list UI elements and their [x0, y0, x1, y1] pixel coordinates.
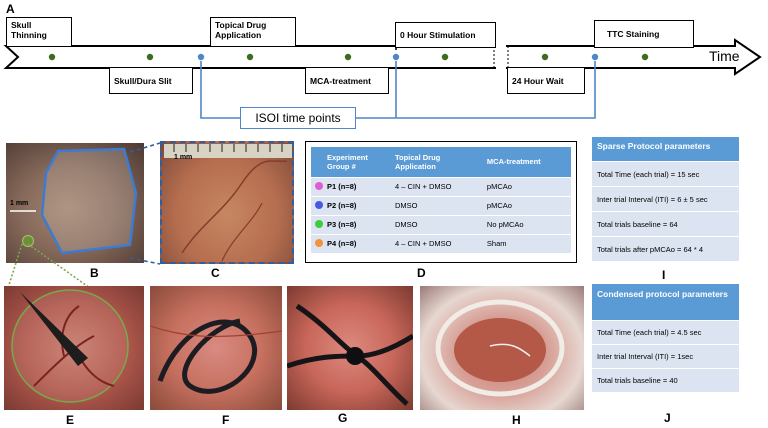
panel-label-e: E: [66, 413, 75, 427]
sparse-row: Total trials after pMCAo = 64 * 4: [592, 236, 739, 261]
sparse-row: Inter trial Interval (ITI) = 6 ± 5 sec: [592, 186, 739, 211]
experiment-group-table: Experiment Group # Topical Drug Applicat…: [305, 141, 577, 263]
zoom-spot: [22, 235, 34, 247]
panel-label-f: F: [222, 413, 230, 427]
group-color-dot: [315, 181, 323, 190]
sparse-protocol-box: Sparse Protocol parameters Total Time (e…: [592, 137, 739, 261]
timeline-break: [496, 44, 506, 70]
timeline-diagram: [3, 38, 762, 119]
time-axis-label: Time: [709, 48, 740, 64]
panel-label-b: B: [90, 266, 99, 280]
group-color-dot: [315, 219, 323, 228]
needle-shape: [20, 292, 88, 366]
scale-bar-label: 1 mm: [174, 154, 193, 161]
table-row: P2 (n=8) DMSO pMCAo: [311, 196, 571, 215]
sparse-row: Total trials baseline = 64: [592, 211, 739, 236]
panel-label-h: H: [512, 413, 521, 427]
ruler: [164, 144, 292, 158]
group-color-dot: [315, 238, 323, 247]
timeline-dot: [441, 53, 449, 61]
header-mca: MCA-treatment: [486, 157, 541, 167]
sparse-title: Sparse Protocol parameters: [592, 137, 739, 161]
timeline-dot: [48, 53, 56, 61]
panel-label-g: G: [338, 411, 348, 425]
condensed-protocol-box: Condensed protocol parameters Total Time…: [592, 284, 739, 392]
timeline-dot: [344, 53, 352, 61]
isoi-connector: [200, 61, 240, 119]
condensed-row: Total Time (each trial) = 4.5 sec: [592, 320, 739, 344]
suture-knot-photo: [287, 286, 413, 410]
timeline-step-mca-treatment: MCA-treatment: [305, 67, 389, 94]
timeline-step-ttc-staining: TTC Staining: [594, 20, 694, 48]
panel-label-i: I: [662, 268, 666, 282]
suture-placement-photo: [150, 286, 282, 410]
table-row: P4 (n=8) 4 – CIN + DMSO Sham: [311, 234, 571, 253]
panel-label-a: A: [6, 2, 15, 16]
condensed-row: Total trials baseline = 40: [592, 368, 739, 392]
sparse-row: Total Time (each trial) = 15 sec: [592, 161, 739, 186]
panel-label-c: C: [211, 266, 220, 280]
condensed-title: Condensed protocol parameters: [592, 284, 739, 320]
ttc-stained-brain-photo: [420, 286, 584, 410]
skull-window-photo: 1 mm: [6, 143, 144, 263]
exposed-cortex-photo: 1 mm: [160, 141, 294, 264]
panel-label-d: D: [417, 266, 426, 280]
isoi-dot: [591, 53, 599, 61]
isoi-connector: [356, 61, 596, 119]
isoi-time-points-label: ISOI time points: [240, 107, 356, 129]
isoi-dot: [197, 53, 205, 61]
timeline-step-skull-thinning: Skull Thinning: [6, 17, 72, 47]
timeline-step-24-hour-wait: 24 Hour Wait: [507, 67, 585, 94]
timeline-dot: [641, 53, 649, 61]
condensed-row: Inter trial Interval (ITI) = 1sec: [592, 344, 739, 368]
header-group: Experiment Group #: [327, 152, 368, 171]
group-color-dot: [315, 200, 323, 209]
craniotomy-outline: [40, 147, 138, 255]
magnified-vessel-photo: [4, 286, 144, 410]
header-drug: Topical Drug Application: [394, 152, 441, 171]
zoom-connectors: [7, 142, 161, 289]
timeline-dot: [246, 53, 254, 61]
timeline-dot: [146, 53, 154, 61]
timeline-step-skull-dura-slit: Skull/Dura Slit: [109, 67, 193, 94]
table-row: P3 (n=8) DMSO No pMCAo: [311, 215, 571, 234]
timeline-step-topical-drug: Topical Drug Application: [210, 17, 296, 47]
scale-bar-label: 1 mm: [10, 200, 29, 207]
time-arrow: [3, 38, 762, 76]
panel-label-j: J: [664, 411, 671, 425]
table-row: P1 (n=8) 4 – CIN + DMSO pMCAo: [311, 177, 571, 196]
timeline-step-0-hour-stimulation: 0 Hour Stimulation: [395, 22, 496, 48]
isoi-dot: [392, 53, 400, 61]
blood-vessels: [181, 160, 288, 262]
timeline-dot: [541, 53, 549, 61]
